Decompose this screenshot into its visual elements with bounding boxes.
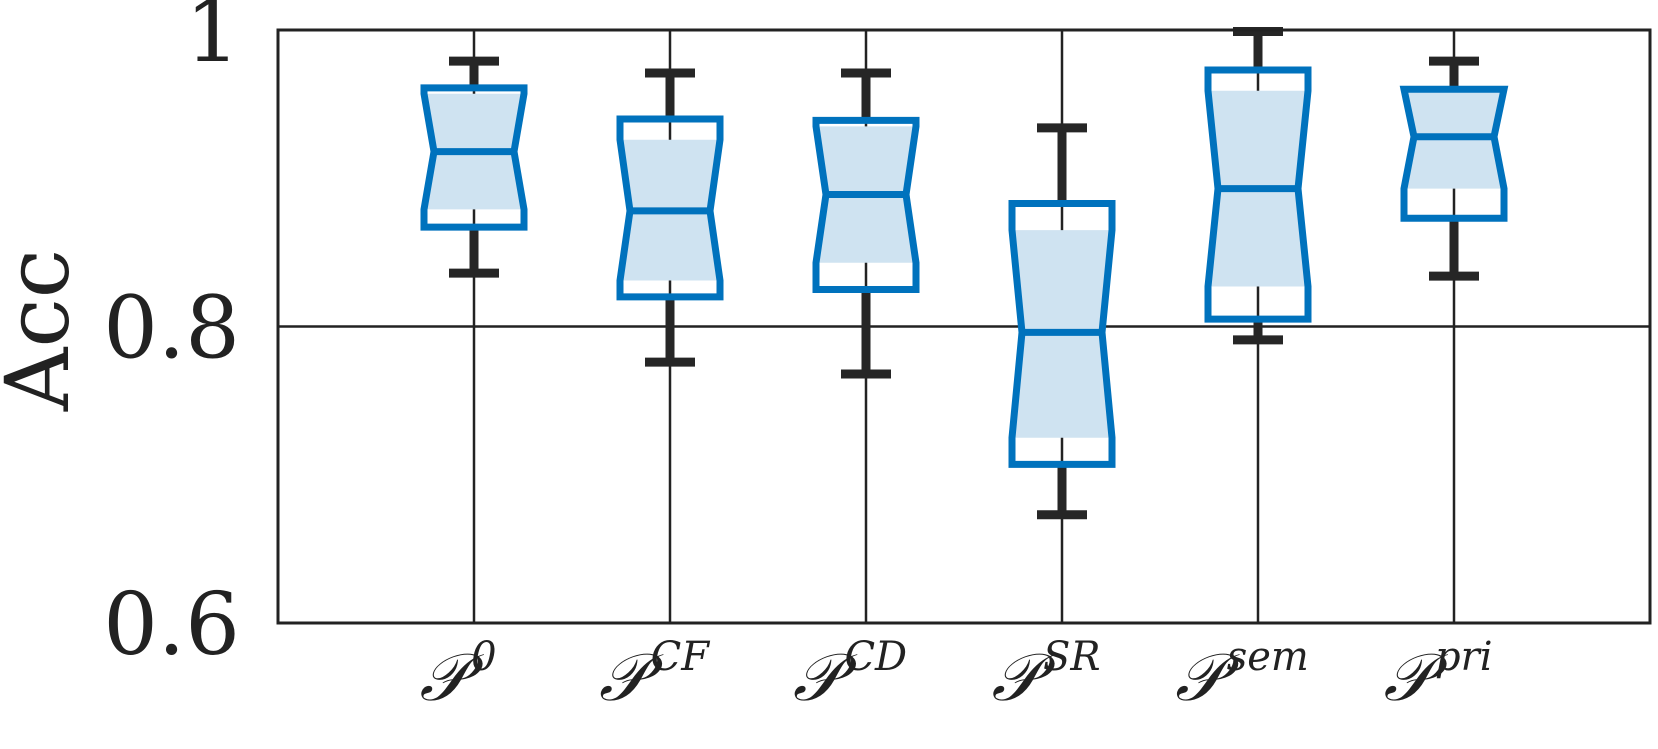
box-series [420, 26, 1509, 520]
x-tick-label-superscript: SR [1043, 634, 1101, 680]
box-0 [420, 56, 528, 278]
y-tick-label: 0.8 [103, 279, 240, 379]
box-3 [1008, 123, 1116, 520]
box-2 [812, 68, 920, 379]
box-5 [1399, 56, 1509, 281]
x-tick-label-superscript: 0 [471, 634, 496, 680]
y-axis-label: Acc [0, 249, 89, 412]
x-tick-label-superscript: sem [1227, 634, 1309, 680]
y-tick-label: 0.6 [103, 575, 240, 675]
box-outline [1204, 66, 1312, 323]
plot-frame [276, 28, 1652, 625]
box-outline [1399, 85, 1509, 222]
y-axis-ticks: 0.6 0.8 1 [103, 0, 240, 675]
x-tick-label-superscript: CF [651, 634, 711, 680]
box-outline [420, 84, 528, 231]
box-4 [1204, 26, 1312, 345]
y-tick-label: 1 [185, 0, 240, 82]
box-outline [1008, 199, 1116, 468]
x-tick-label-superscript: CD [844, 634, 907, 680]
box-outline [616, 115, 724, 301]
box-1 [616, 68, 724, 367]
x-tick-label-superscript: pri [1435, 634, 1493, 680]
box-outline [812, 116, 920, 293]
